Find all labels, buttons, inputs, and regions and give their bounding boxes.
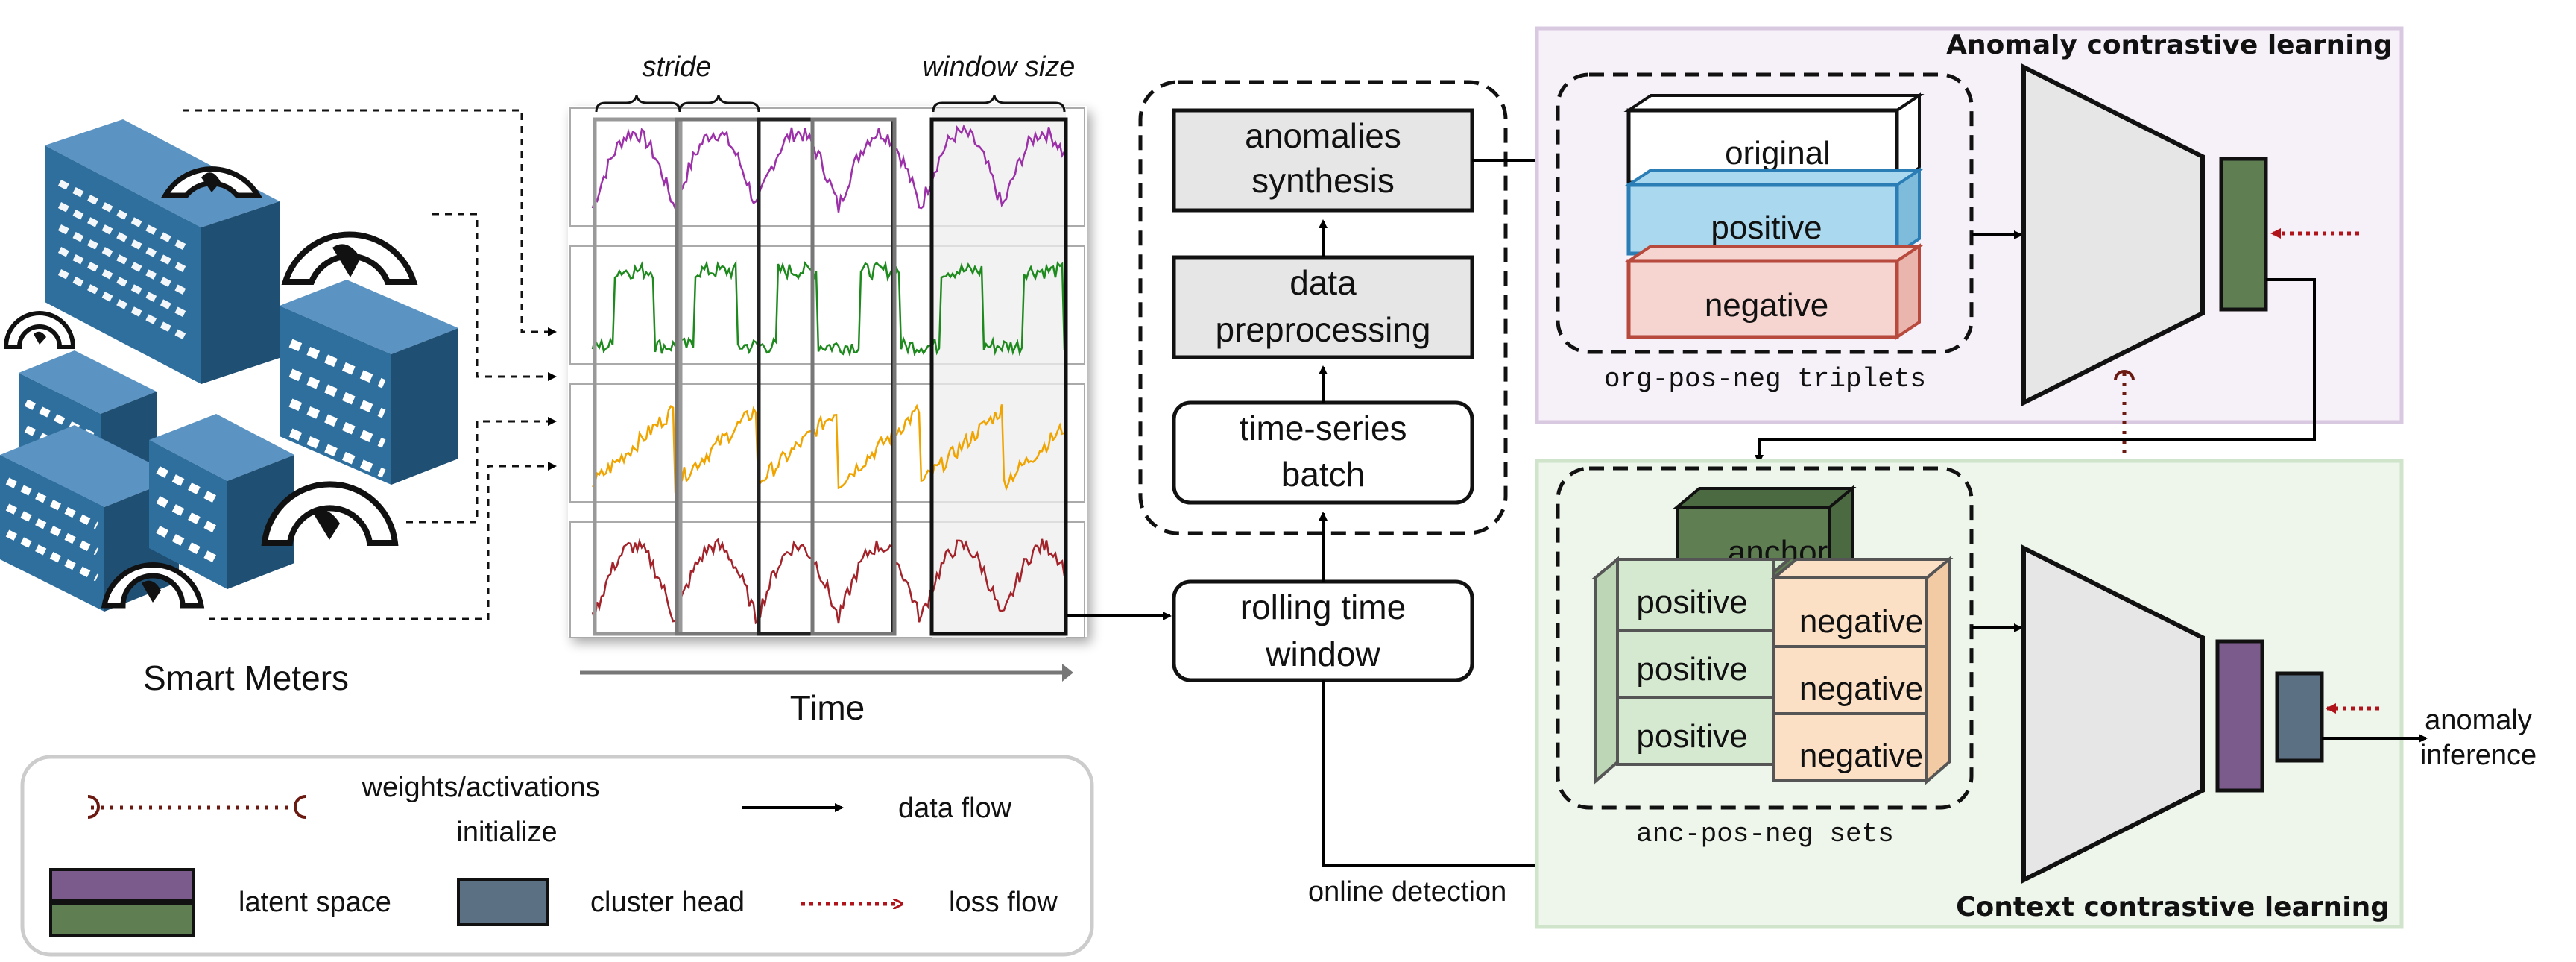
anomaly-inference-line1: anomaly	[2425, 705, 2532, 736]
building-icon	[149, 414, 294, 589]
latent-purple-block	[2215, 639, 2264, 793]
positive-label-1: positive	[1636, 584, 1747, 620]
meter-icon	[3, 311, 76, 349]
rolling-line1: rolling time	[1240, 588, 1406, 626]
positive-label: positive	[1711, 210, 1822, 246]
smart-meters-illustration: Smart Meters	[0, 109, 557, 697]
meter-connectors	[183, 109, 557, 620]
positive-label-2: positive	[1636, 651, 1747, 688]
negative-block: negative	[1623, 243, 1925, 340]
smart-meters-label: Smart Meters	[143, 658, 349, 697]
context-contrastive-panel: Context contrastive learning anchor posi…	[1535, 459, 2536, 929]
series-line-1	[591, 124, 1066, 213]
series-line-4	[591, 538, 1066, 625]
negative-label-1: negative	[1799, 603, 1923, 640]
triplets-caption: org-pos-neg triplets	[1604, 364, 1926, 394]
meter-icon	[101, 562, 205, 609]
negative-label-3: negative	[1799, 738, 1923, 774]
series-line-3	[591, 403, 1065, 494]
timeseries-panel: stride window size Time	[568, 51, 1087, 727]
legend-data-flow-label: data flow	[898, 793, 1012, 824]
legend-latent: latent space	[49, 868, 391, 937]
batch-line2: batch	[1281, 455, 1366, 494]
legend-latent-label: latent space	[239, 887, 391, 918]
building-icon	[280, 280, 458, 485]
negative-stack: negative negative negative	[1770, 556, 1954, 785]
building-icon	[45, 119, 280, 384]
original-label: original	[1725, 135, 1831, 172]
legend: weights/activations initialize data flow…	[20, 755, 1094, 957]
data-preprocessing-box: data preprocessing	[1172, 255, 1474, 359]
timeseries-batch-box: time-series batch	[1172, 400, 1474, 505]
meter-icon	[281, 231, 418, 285]
time-label: Time	[790, 688, 865, 727]
anomalies-synthesis-line2: synthesis	[1251, 161, 1395, 200]
legend-cluster: cluster head	[457, 878, 745, 926]
anomalies-synthesis-line1: anomalies	[1245, 116, 1401, 155]
batch-line1: time-series	[1240, 409, 1407, 447]
rolling-line2: window	[1265, 635, 1380, 673]
encoder-top	[2021, 63, 2205, 406]
meter-icon	[261, 481, 399, 546]
anomaly-inference-line2: inference	[2420, 740, 2536, 771]
negative-label-2: negative	[1799, 670, 1923, 707]
legend-data-flow: data flow	[742, 793, 1012, 824]
anomalies-synthesis-box: anomalies synthesis	[1172, 108, 1474, 213]
anomaly-cl-title: Anomaly contrastive learning	[1946, 30, 2393, 60]
rolling-window-box: rolling time window	[1172, 579, 1474, 682]
stride-label: stride	[643, 51, 712, 83]
meter-icon	[160, 166, 263, 198]
preprocessing-line1: data	[1289, 263, 1357, 302]
legend-weights-line2: initialize	[456, 817, 557, 848]
anomaly-contrastive-panel: Anomaly contrastive learning original po…	[1535, 26, 2404, 464]
legend-loss: loss flow	[801, 887, 1058, 918]
series-line-2	[591, 260, 1066, 358]
pipeline-group	[1138, 80, 1508, 535]
context-cl-title: Context contrastive learning	[1956, 892, 2390, 922]
encoder-bottom	[2021, 544, 2205, 884]
window-size-label: window size	[923, 51, 1076, 83]
series-layer	[591, 124, 1066, 625]
online-detection-label: online detection	[1308, 876, 1506, 908]
legend-weights: weights/activations initialize	[87, 772, 600, 848]
positive-label-3: positive	[1636, 718, 1747, 755]
stride-windows	[593, 117, 1068, 636]
window-highlight	[932, 108, 1066, 638]
preprocessing-line2: preprocessing	[1216, 310, 1431, 349]
pipeline: anomalies synthesis data preprocessing t…	[1138, 80, 2023, 908]
legend-weights-line1: weights/activations	[362, 772, 600, 803]
negative-label: negative	[1705, 287, 1828, 324]
sets-caption: anc-pos-neg sets	[1636, 819, 1894, 849]
legend-cluster-label: cluster head	[590, 887, 745, 918]
legend-loss-label: loss flow	[949, 887, 1058, 918]
positive-block: positive	[1623, 167, 1925, 257]
cluster-head-block	[2275, 671, 2324, 763]
latent-green-block	[2219, 157, 2268, 312]
positive-stack: positive positive positive	[1591, 556, 1793, 785]
braces	[595, 95, 1066, 113]
